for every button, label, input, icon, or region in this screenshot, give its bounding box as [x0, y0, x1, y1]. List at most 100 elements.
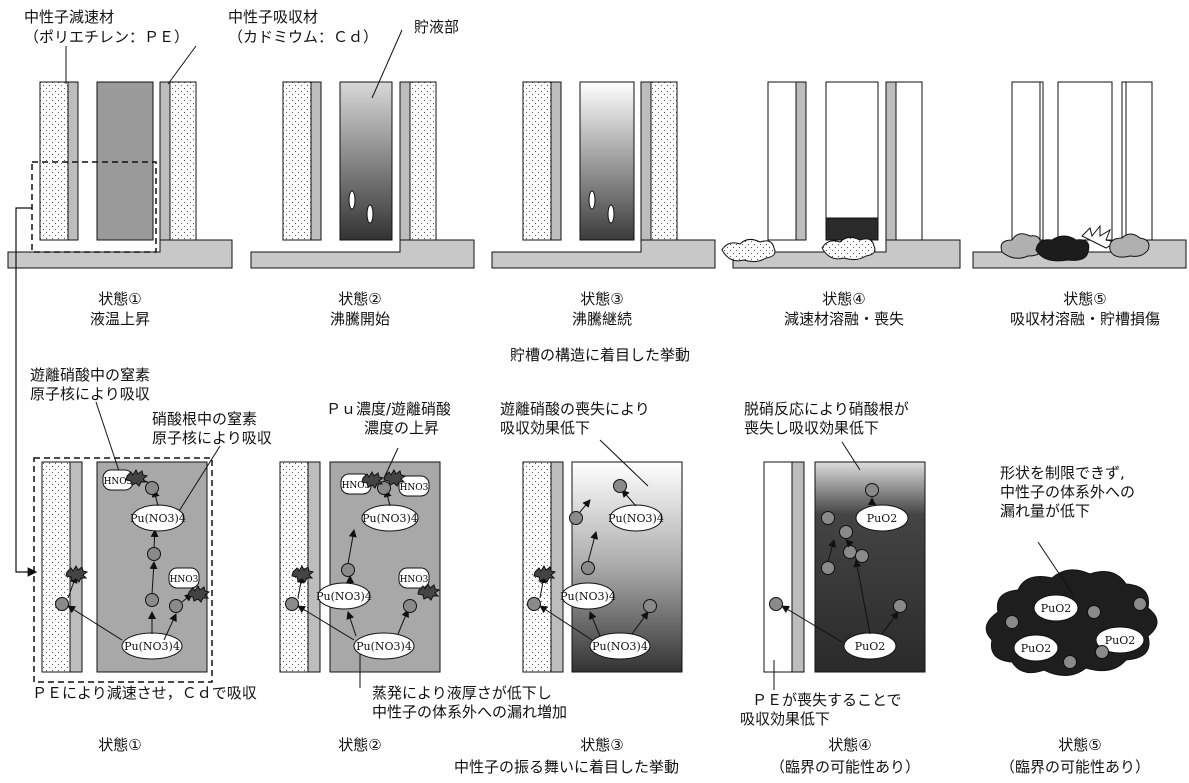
- hno3-molecule: [398, 475, 430, 497]
- molecule-label: PuO2: [855, 640, 886, 653]
- neutron-path: [853, 559, 871, 635]
- top-state1-desc: 液温上昇: [89, 310, 150, 328]
- top-state3-tank: [491, 81, 716, 269]
- note3-line1: Ｐｕ濃度/遊離硝酸: [326, 400, 452, 418]
- top-state4-desc: 減速材溶融・喪失: [783, 310, 904, 328]
- neutron: [1005, 615, 1019, 629]
- note5-line1: 脱硝反応により硝酸根が: [744, 400, 909, 418]
- neutron-path: [881, 611, 899, 635]
- absorber-detail: （カドミウム：Ｃｄ）: [228, 28, 379, 46]
- neutron: [285, 597, 299, 611]
- molecule-oval: [589, 632, 651, 660]
- neutron: [147, 547, 161, 561]
- neutron: [403, 599, 417, 613]
- absorption-burst: [361, 470, 385, 489]
- neutron: [341, 563, 355, 577]
- neutron-path: [631, 611, 649, 635]
- top-state1-name: 状態①: [98, 290, 142, 308]
- neutron: [1095, 645, 1109, 659]
- neutron-path: [163, 613, 177, 641]
- top-state4-tank: [721, 81, 961, 269]
- note2-leader: [175, 445, 221, 517]
- neutron: [581, 561, 595, 575]
- zoom-connector-arrow: [15, 207, 38, 577]
- absorber-label: 中性子吸収材: [228, 8, 319, 26]
- neutron-path: [589, 611, 601, 637]
- neutron: [1133, 597, 1147, 611]
- neutron: [1087, 605, 1101, 619]
- neutron-path: [67, 605, 123, 641]
- hno3-molecule: [398, 567, 430, 589]
- molecule-label: Pu(NO3)4: [560, 590, 616, 603]
- neutron-path: [587, 531, 599, 563]
- bottom-state5-name: 状態⑤: [1058, 736, 1102, 754]
- molecule-label: Pu(NO3)4: [130, 512, 186, 525]
- note9-line2: 吸収効果低下: [740, 710, 831, 728]
- hno3-label: HNO3: [400, 575, 429, 585]
- neutron: [865, 483, 879, 497]
- bottom-state2-name: 状態②: [338, 736, 382, 754]
- moderator-label: 中性子減速材: [24, 8, 115, 26]
- absorption-burst: [533, 564, 557, 583]
- note6-leader: [1037, 541, 1075, 597]
- neutron: [1063, 655, 1077, 669]
- neutron: [821, 511, 835, 525]
- molecule-label: Pu(NO3)4: [124, 640, 180, 653]
- top-state2-tank: [250, 81, 475, 269]
- neutron-path: [149, 561, 158, 595]
- top-state1-tank: [7, 81, 233, 269]
- neutron: [843, 545, 857, 559]
- neutron-path: [781, 605, 843, 643]
- molecule-label: Pu(NO3)4: [592, 640, 648, 653]
- neutron: [855, 549, 869, 563]
- neutron: [145, 481, 159, 495]
- molecule-oval: [1033, 594, 1079, 622]
- molecule-oval: [317, 582, 371, 610]
- absorption-burst: [417, 582, 441, 601]
- neutron: [839, 525, 853, 539]
- note4-leader: [599, 439, 649, 487]
- absorption-burst: [65, 564, 89, 583]
- hno3-label: HNO3: [342, 481, 371, 491]
- molecule-oval: [561, 582, 615, 610]
- absorption-burst: [291, 564, 315, 583]
- top-state3-desc: 沸騰継続: [571, 310, 632, 328]
- neutron: [145, 593, 159, 607]
- bottom-state3-name: 状態③: [580, 736, 624, 754]
- top-state4-name: 状態④: [822, 290, 866, 308]
- molecule-label: PuO2: [1105, 634, 1136, 647]
- neutron-path: [621, 489, 637, 507]
- hno3-label: HNO3: [104, 477, 133, 487]
- top-section-title: 貯槽の構造に着目した挙動: [509, 346, 690, 364]
- molecule-label: Pu(NO3)4: [316, 590, 372, 603]
- molecule-label: Pu(NO3)4: [356, 640, 412, 653]
- neutron: [169, 599, 183, 613]
- neutron: [527, 597, 541, 611]
- note6-line3: 漏れ量が低下: [1000, 502, 1091, 520]
- hno3-label: HNO3: [400, 483, 429, 493]
- neutron-path: [297, 605, 355, 641]
- hno3-molecule: [168, 567, 200, 589]
- bottom-state4-name: 状態④: [828, 736, 872, 754]
- note1-line1: 遊離硝酸中の窒素: [30, 366, 151, 384]
- molecule-label: PuO2: [1021, 642, 1052, 655]
- neutron-path: [347, 529, 357, 565]
- neutron-path: [845, 539, 854, 548]
- neutron: [643, 599, 657, 613]
- neutron: [377, 481, 391, 495]
- note7: ＰＥにより減速させ，Ｃｄで吸収: [32, 684, 257, 702]
- top-state5-name: 状態⑤: [1063, 290, 1107, 308]
- molecule-oval: [353, 632, 415, 660]
- neutron: [55, 597, 69, 611]
- top-state3-name: 状態③: [580, 290, 624, 308]
- molecule-label: PuO2: [1041, 602, 1072, 615]
- absorption-burst: [125, 468, 149, 487]
- absorber-leader: [167, 45, 197, 85]
- absorption-burst: [383, 468, 407, 487]
- absorption-burst: [187, 584, 211, 603]
- molecule-oval: [609, 504, 663, 532]
- note1-leader: [95, 401, 121, 475]
- molecule-oval: [1013, 634, 1059, 662]
- top-state2-desc: 沸騰開始: [329, 310, 390, 328]
